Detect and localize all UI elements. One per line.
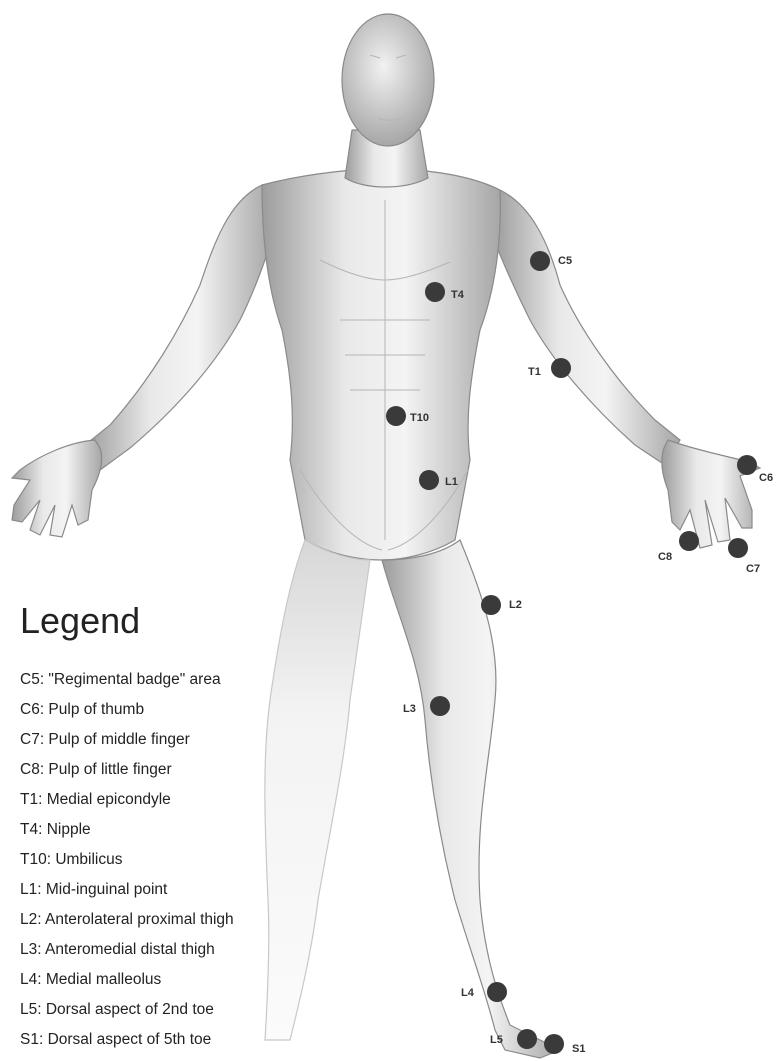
left-leg <box>265 540 370 1040</box>
right-leg <box>382 540 560 1058</box>
point-s1: S1 <box>544 1034 585 1055</box>
point-c6: C6 <box>737 455 773 484</box>
svg-text:C7: C7 <box>746 563 760 575</box>
svg-text:L5: L5 <box>490 1034 503 1046</box>
svg-text:S1: S1 <box>572 1043 585 1055</box>
left-arm <box>85 185 272 470</box>
legend-item: C5: "Regimental badge" area <box>20 665 234 695</box>
svg-text:C5: C5 <box>558 255 572 267</box>
right-arm <box>494 190 680 465</box>
point-c8: C8 <box>658 531 699 563</box>
legend-item: L4: Medial malleolus <box>20 965 234 995</box>
legend-item: T1: Medial epicondyle <box>20 785 234 815</box>
legend-item: L5: Dorsal aspect of 2nd toe <box>20 995 234 1025</box>
point-l2: L2 <box>481 595 522 615</box>
left-hand <box>12 440 102 537</box>
point-t1: T1 <box>528 358 571 378</box>
legend-item: L1: Mid-inguinal point <box>20 875 234 905</box>
svg-text:C6: C6 <box>759 472 773 484</box>
svg-text:T10: T10 <box>410 412 429 424</box>
torso <box>262 168 500 560</box>
legend-item: C7: Pulp of middle finger <box>20 725 234 755</box>
svg-text:L1: L1 <box>445 476 458 488</box>
legend-item: L2: Anterolateral proximal thigh <box>20 905 234 935</box>
svg-text:L3: L3 <box>403 703 416 715</box>
head <box>342 14 434 146</box>
legend-item: L3: Anteromedial distal thigh <box>20 935 234 965</box>
legend-item: T10: Umbilicus <box>20 845 234 875</box>
legend-item: C6: Pulp of thumb <box>20 695 234 725</box>
svg-text:T4: T4 <box>451 289 465 301</box>
point-c7: C7 <box>728 538 760 575</box>
legend-title: Legend <box>20 600 140 642</box>
svg-text:L2: L2 <box>509 599 522 611</box>
svg-text:T1: T1 <box>528 366 541 378</box>
svg-text:C8: C8 <box>658 551 672 563</box>
legend-item: S1: Dorsal aspect of 5th toe <box>20 1025 234 1055</box>
svg-text:L4: L4 <box>461 987 475 999</box>
legend-list: C5: "Regimental badge" area C6: Pulp of … <box>20 665 234 1055</box>
legend-item: C8: Pulp of little finger <box>20 755 234 785</box>
legend-item: T4: Nipple <box>20 815 234 845</box>
